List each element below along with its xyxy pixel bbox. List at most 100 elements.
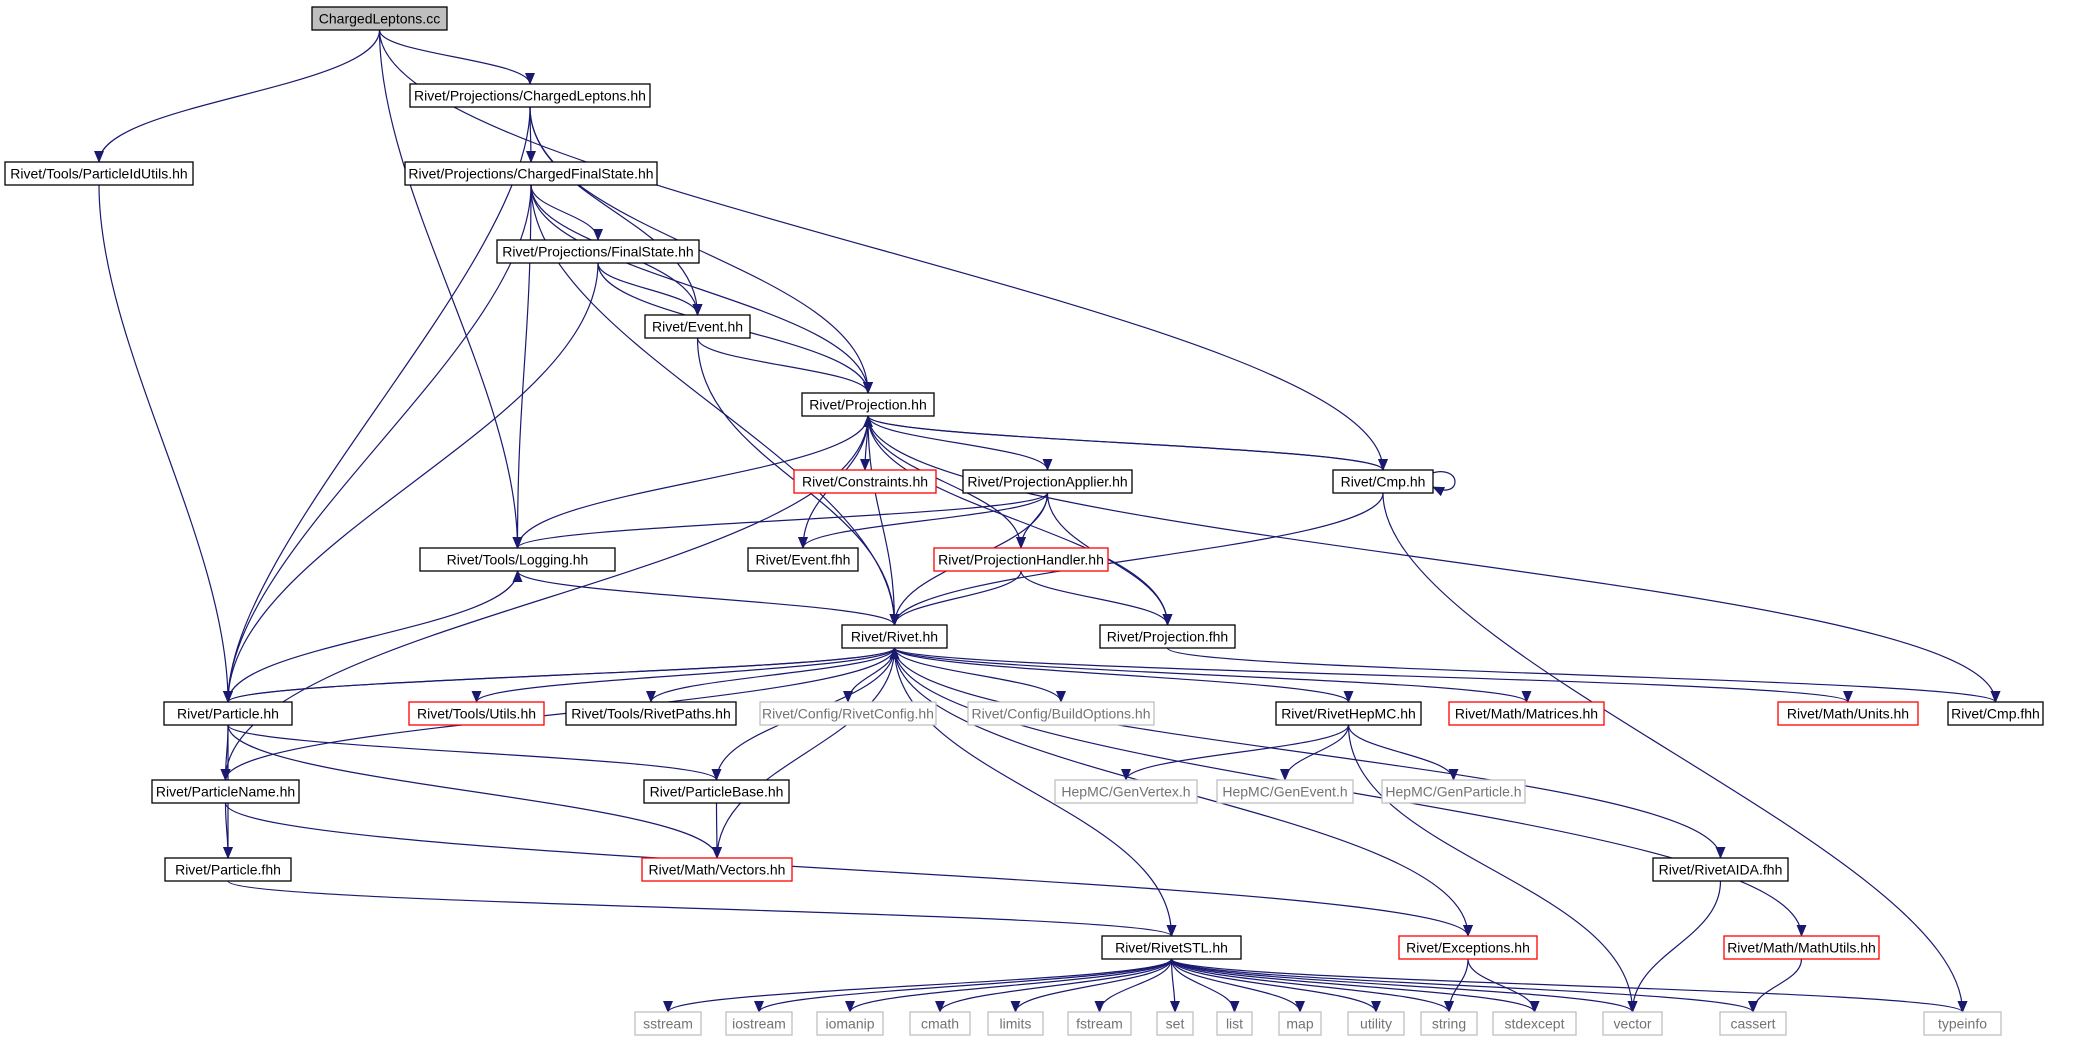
node-label-stdexcept: stdexcept xyxy=(1505,1016,1565,1032)
node-iomanip[interactable]: iomanip xyxy=(816,1011,884,1036)
node-genvertex[interactable]: HepMC/GenVertex.h xyxy=(1054,779,1198,804)
node-pidutils[interactable]: Rivet/Tools/ParticleIdUtils.hh xyxy=(4,161,194,186)
node-typeinfo[interactable]: typeinfo xyxy=(1923,1011,2002,1036)
node-proj_cl[interactable]: Rivet/Projections/ChargedLeptons.hh xyxy=(409,83,651,108)
node-box-fstream xyxy=(1067,1011,1132,1036)
node-cfs[interactable]: Rivet/Projections/ChargedFinalState.hh xyxy=(404,161,658,186)
edge-event_hh-to-projection_hh xyxy=(696,337,873,394)
edge-mathutils-to-cassert xyxy=(1748,958,1803,1013)
node-projapplier[interactable]: Rivet/ProjectionApplier.hh xyxy=(962,469,1133,494)
node-particlename[interactable]: Rivet/ParticleName.hh xyxy=(151,779,300,804)
node-particle_fhh[interactable]: Rivet/Particle.fhh xyxy=(164,857,292,882)
node-cl_cc[interactable]: ChargedLeptons.cc xyxy=(311,6,448,31)
edge-rivethepmc-to-genevent xyxy=(1280,724,1350,781)
node-label-tools_utils: Rivet/Tools/Utils.hh xyxy=(417,706,536,722)
node-particle_hh[interactable]: Rivet/Particle.hh xyxy=(163,701,293,726)
node-box-particle_fhh xyxy=(164,857,292,882)
node-limits[interactable]: limits xyxy=(987,1011,1044,1036)
node-projhandler[interactable]: Rivet/ProjectionHandler.hh xyxy=(933,547,1109,572)
node-label-proj_cl: Rivet/Projections/ChargedLeptons.hh xyxy=(414,88,646,104)
node-genparticle[interactable]: HepMC/GenParticle.h xyxy=(1381,779,1526,804)
node-label-cl_cc: ChargedLeptons.cc xyxy=(319,11,440,27)
node-label-constraints: Rivet/Constraints.hh xyxy=(802,474,928,490)
node-set[interactable]: set xyxy=(1156,1011,1194,1036)
node-iostream[interactable]: iostream xyxy=(725,1011,793,1036)
node-projection_hh[interactable]: Rivet/Projection.hh xyxy=(801,392,935,417)
node-genevent[interactable]: HepMC/GenEvent.h xyxy=(1216,779,1354,804)
node-box-limits xyxy=(987,1011,1044,1036)
node-cassert[interactable]: cassert xyxy=(1719,1011,1787,1036)
node-label-rivetstl: Rivet/RivetSTL.hh xyxy=(1115,940,1228,956)
edge-cl_cc-to-pidutils xyxy=(94,29,381,163)
node-label-rivethepmc: Rivet/RivetHepMC.hh xyxy=(1281,706,1416,722)
node-particlebase[interactable]: Rivet/ParticleBase.hh xyxy=(643,779,790,804)
node-rivetpaths[interactable]: Rivet/Tools/RivetPaths.hh xyxy=(565,701,737,726)
node-rivethepmc[interactable]: Rivet/RivetHepMC.hh xyxy=(1275,701,1422,726)
node-matrices[interactable]: Rivet/Math/Matrices.hh xyxy=(1448,701,1605,726)
edge-rivetstl-to-utility xyxy=(1170,958,1381,1013)
edge-rivetstl-to-string xyxy=(1170,958,1454,1013)
node-logging[interactable]: Rivet/Tools/Logging.hh xyxy=(419,547,616,572)
node-box-exceptions xyxy=(1398,935,1538,960)
node-box-iostream xyxy=(725,1011,793,1036)
node-rivetconfig[interactable]: Rivet/Config/RivetConfig.hh xyxy=(759,701,937,726)
node-box-projection_hh xyxy=(801,392,935,417)
node-label-set: set xyxy=(1166,1016,1185,1032)
node-label-string: string xyxy=(1432,1016,1466,1032)
node-box-particlename xyxy=(151,779,300,804)
node-event_hh[interactable]: Rivet/Event.hh xyxy=(644,314,751,339)
node-label-exceptions: Rivet/Exceptions.hh xyxy=(1406,940,1530,956)
node-label-projection_hh: Rivet/Projection.hh xyxy=(809,397,927,413)
node-rivetaida[interactable]: Rivet/RivetAIDA.fhh xyxy=(1652,857,1789,882)
node-box-typeinfo xyxy=(1923,1011,2002,1036)
node-box-list xyxy=(1216,1011,1253,1036)
node-box-genevent xyxy=(1216,779,1354,804)
node-fs[interactable]: Rivet/Projections/FinalState.hh xyxy=(496,239,700,264)
node-label-cassert: cassert xyxy=(1730,1016,1775,1032)
node-cmp_fhh[interactable]: Rivet/Cmp.fhh xyxy=(1947,701,2044,726)
edge-pidutils-to-particle_hh xyxy=(98,184,233,703)
node-tools_utils[interactable]: Rivet/Tools/Utils.hh xyxy=(408,701,545,726)
node-box-cfs xyxy=(404,161,658,186)
edge-proj_cl-to-event_hh xyxy=(529,106,703,316)
node-string[interactable]: string xyxy=(1420,1011,1478,1036)
node-box-pidutils xyxy=(4,161,194,186)
node-map[interactable]: map xyxy=(1278,1011,1322,1036)
node-cmp_hh[interactable]: Rivet/Cmp.hh xyxy=(1332,469,1434,494)
node-rivetstl[interactable]: Rivet/RivetSTL.hh xyxy=(1101,935,1242,960)
edge-rivet_hh-to-rivetaida xyxy=(893,647,1726,859)
edge-logging-to-rivet_hh xyxy=(516,570,900,626)
node-cmath[interactable]: cmath xyxy=(909,1011,971,1036)
node-mathutils[interactable]: Rivet/Math/MathUtils.hh xyxy=(1723,935,1880,960)
node-exceptions[interactable]: Rivet/Exceptions.hh xyxy=(1398,935,1538,960)
node-utility[interactable]: utility xyxy=(1347,1011,1405,1036)
edge-cmp_hh-to-rivet_hh xyxy=(889,492,1384,626)
node-rivet_hh[interactable]: Rivet/Rivet.hh xyxy=(841,624,948,649)
edge-rivethepmc-to-genparticle xyxy=(1347,724,1459,781)
node-projection_fhh[interactable]: Rivet/Projection.fhh xyxy=(1099,624,1236,649)
node-label-sstream: sstream xyxy=(643,1016,693,1032)
node-stdexcept[interactable]: stdexcept xyxy=(1492,1011,1577,1036)
node-constraints[interactable]: Rivet/Constraints.hh xyxy=(793,469,937,494)
node-event_fhh[interactable]: Rivet/Event.fhh xyxy=(747,547,859,572)
node-label-genparticle: HepMC/GenParticle.h xyxy=(1385,784,1521,800)
edge-projection_hh-to-projhandler xyxy=(867,415,1026,549)
node-units[interactable]: Rivet/Math/Units.hh xyxy=(1777,701,1919,726)
node-label-rivetconfig: Rivet/Config/RivetConfig.hh xyxy=(762,706,934,722)
node-list[interactable]: list xyxy=(1216,1011,1253,1036)
node-fstream[interactable]: fstream xyxy=(1067,1011,1132,1036)
edge-rivetstl-to-iomanip xyxy=(845,958,1173,1013)
edge-rivethepmc-to-genvertex xyxy=(1121,724,1350,781)
node-sstream[interactable]: sstream xyxy=(634,1011,702,1036)
node-buildoptions[interactable]: Rivet/Config/BuildOptions.hh xyxy=(967,701,1155,726)
node-box-map xyxy=(1278,1011,1322,1036)
edge-fs-to-event_hh xyxy=(597,262,703,316)
node-vector[interactable]: vector xyxy=(1602,1011,1663,1036)
node-vectors[interactable]: Rivet/Math/Vectors.hh xyxy=(641,857,793,882)
edge-cmp_hh-to-cmp_hh xyxy=(1428,471,1456,497)
node-box-cmp_hh xyxy=(1332,469,1434,494)
node-label-particlebase: Rivet/ParticleBase.hh xyxy=(650,784,784,800)
node-box-rivetstl xyxy=(1101,935,1242,960)
node-label-utility: utility xyxy=(1360,1016,1392,1032)
